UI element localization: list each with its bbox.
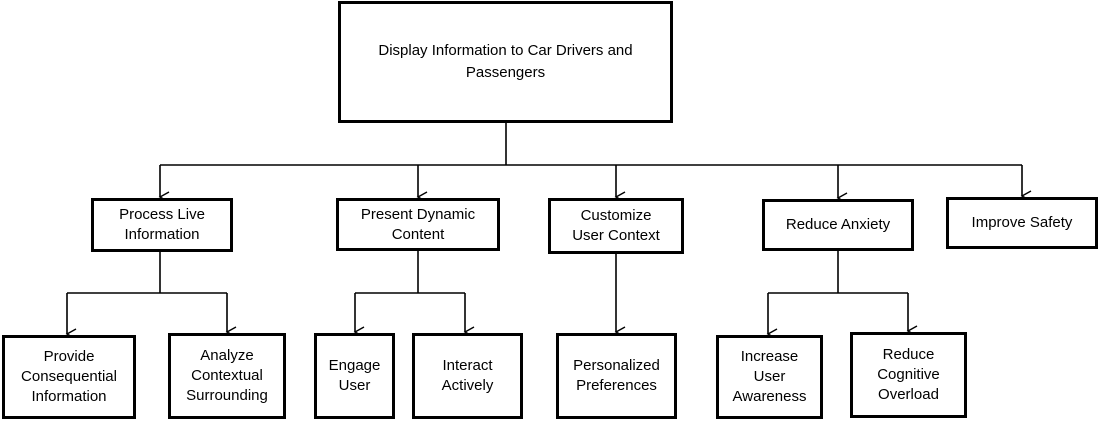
node-increase-user-awareness: Increase User Awareness: [716, 335, 823, 419]
node-improve-safety: Improve Safety: [946, 197, 1098, 249]
node-label: Analyze Contextual Surrounding: [186, 347, 268, 404]
node-interact-actively: Interact Actively: [412, 333, 523, 419]
node-personalized-preferences: Personalized Preferences: [556, 333, 677, 419]
node-label: Engage User: [328, 357, 381, 394]
node-label: Interact Actively: [441, 357, 494, 394]
node-label: Present Dynamic Content: [360, 205, 476, 243]
node-label: Reduce Anxiety: [785, 216, 891, 233]
node-label: Reduce Cognitive Overload: [877, 346, 940, 403]
node-label: Improve Safety: [971, 214, 1073, 231]
node-engage-user: Engage User: [314, 333, 395, 419]
node-process-live-information: Process Live Information: [91, 198, 233, 252]
root-node: Display Information to Car Drivers and P…: [338, 1, 673, 123]
node-label: Increase User Awareness: [732, 348, 807, 405]
node-label: Process Live Information: [119, 206, 205, 243]
node-provide-consequential-information: Provide Consequential Information: [2, 335, 136, 419]
node-label: Personalized Preferences: [573, 357, 660, 394]
root-node-label: Display Information to Car Drivers and P…: [378, 42, 633, 81]
node-label: Provide Consequential Information: [21, 348, 117, 405]
node-label: Customize User Context: [572, 207, 660, 244]
node-reduce-cognitive-overload: Reduce Cognitive Overload: [850, 332, 967, 418]
node-reduce-anxiety: Reduce Anxiety: [762, 199, 914, 251]
node-analyze-contextual-surrounding: Analyze Contextual Surrounding: [168, 333, 286, 419]
node-customize-user-context: Customize User Context: [548, 198, 684, 254]
node-present-dynamic-content: Present Dynamic Content: [336, 198, 500, 251]
